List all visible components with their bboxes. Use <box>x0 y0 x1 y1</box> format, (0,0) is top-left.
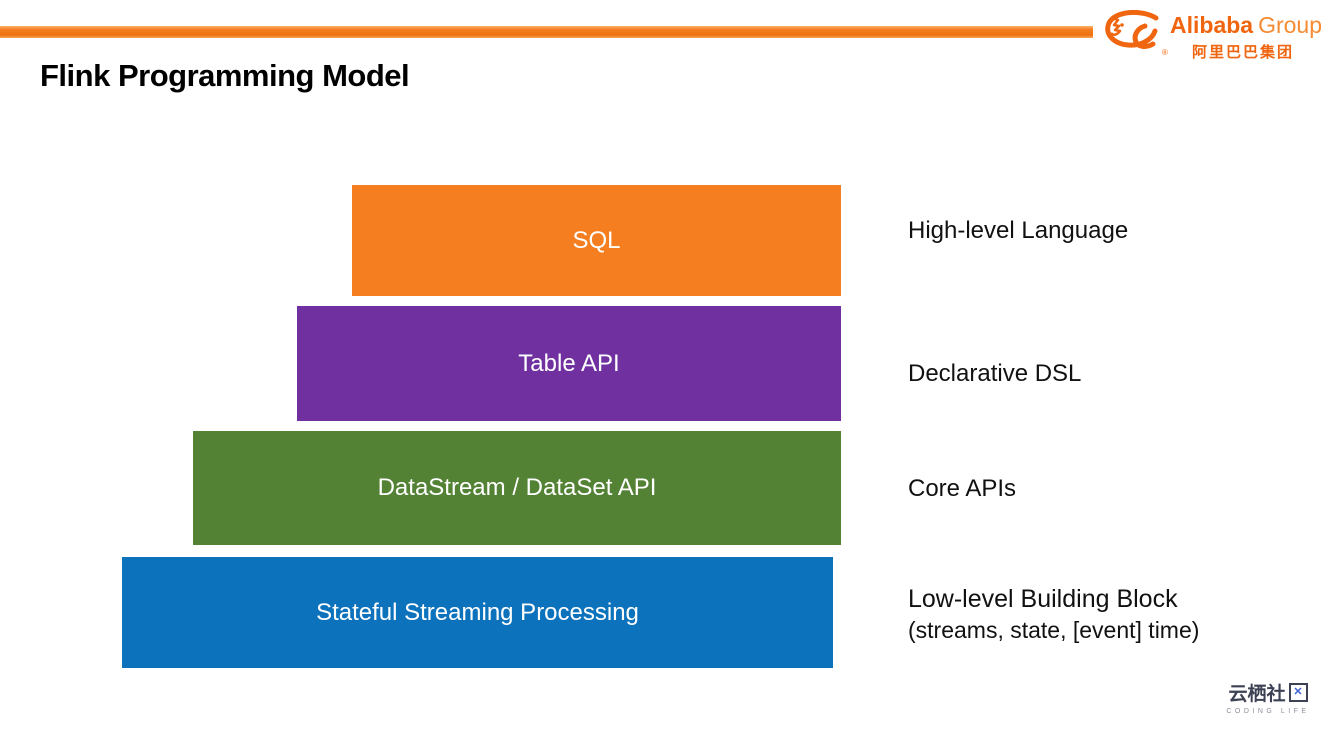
layer-table-api: Table API <box>297 306 841 421</box>
community-badge-icon: ✕ <box>1288 683 1308 702</box>
brand-name: Alibaba <box>1170 12 1254 38</box>
layer-datastream-dataset-api: DataStream / DataSet API <box>193 431 841 545</box>
page-title: Flink Programming Model <box>40 58 410 93</box>
layer-datastream-dataset-api-label: DataStream / DataSet API <box>377 474 657 501</box>
yunqi-community-logo: 云栖社 ✕ CODING LIFE <box>1218 679 1318 715</box>
layer-sql: SQL <box>352 185 841 296</box>
community-tagline: CODING LIFE <box>1226 708 1310 715</box>
layer-table-api-label: Table API <box>518 349 620 377</box>
annotation-declarative-dsl: Declarative DSL <box>908 360 1082 387</box>
layer-sql-label: SQL <box>572 226 621 254</box>
community-name: 云栖社 ✕ <box>1218 679 1318 706</box>
annotation-high-level-language: High-level Language <box>908 217 1129 244</box>
brand-chinese-name: 阿里巴巴集团 <box>1192 44 1295 61</box>
layer-stateful-streaming: Stateful Streaming Processing <box>122 557 833 668</box>
top-accent-bar <box>0 26 1093 38</box>
layer-stateful-streaming-label: Stateful Streaming Processing <box>316 598 639 626</box>
community-name-text: 云栖社 <box>1228 684 1286 705</box>
registered-mark: ® <box>1162 48 1168 57</box>
annotation-core-apis: Core APIs <box>908 475 1017 502</box>
brand-suffix: Group <box>1258 12 1323 38</box>
annotation-low-level-building-block: Low-level Building Block <box>908 585 1178 613</box>
annotation-streams-state-time: (streams, state, [event] time) <box>908 617 1200 643</box>
alibaba-face-icon <box>1100 9 1164 61</box>
